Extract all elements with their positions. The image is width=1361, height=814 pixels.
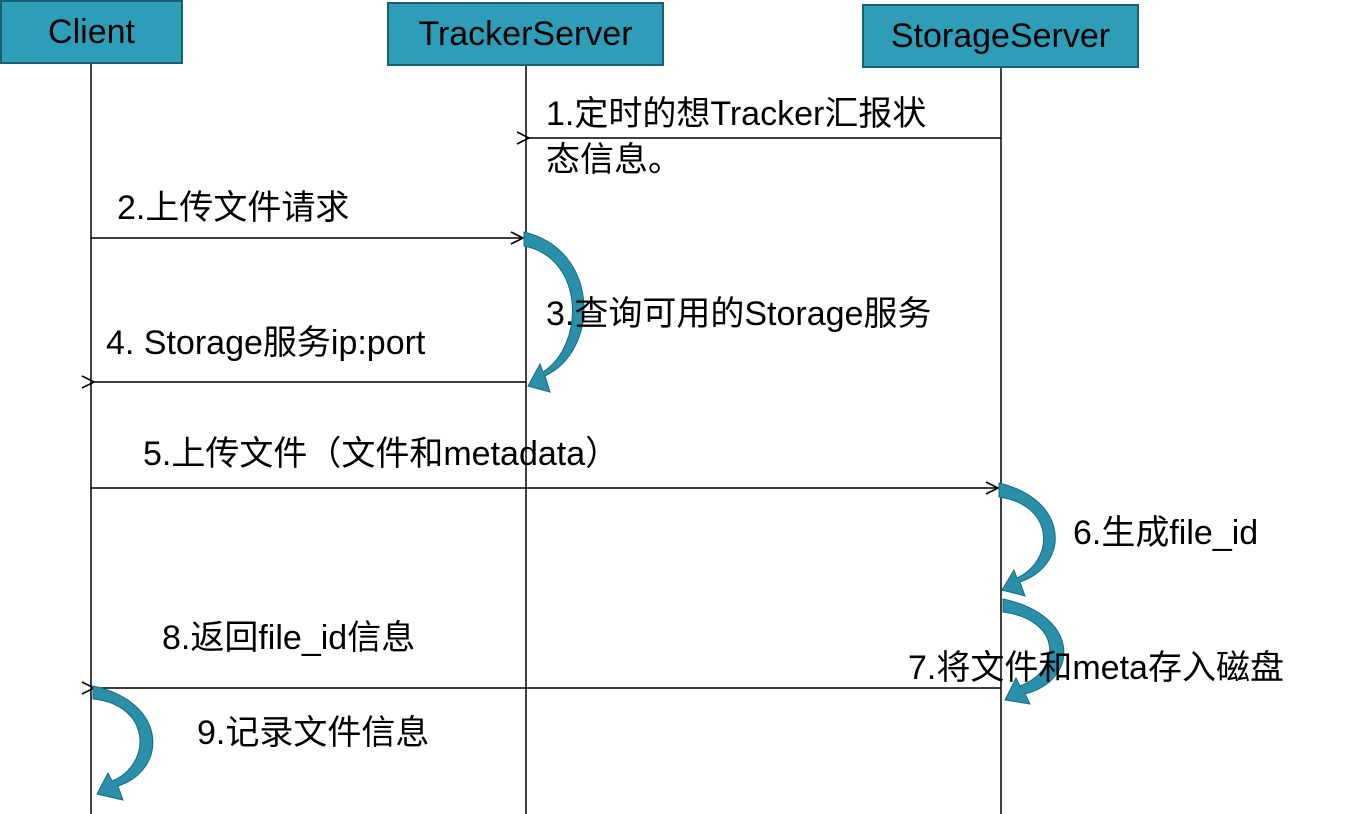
message-8-label: 8.返回file_id信息: [162, 619, 416, 657]
storage-actor-label: StorageServer: [890, 16, 1111, 55]
message-1-label-line2: 态信息。: [546, 141, 682, 179]
message-5-label: 5.上传文件（文件和metadata）: [143, 435, 620, 473]
self-arrow-9: [92, 685, 154, 801]
self-arrow-7: [1002, 598, 1065, 705]
tracker-actor: TrackerServer: [387, 2, 664, 66]
client-actor-label: Client: [48, 12, 135, 51]
message-1-label-line1: 1.定时的想Tracker汇报状: [546, 95, 927, 133]
self-arrow-6: [998, 482, 1056, 597]
storage-actor: StorageServer: [862, 4, 1139, 68]
message-4-label: 4. Storage服务ip:port: [106, 324, 426, 362]
message-2-label: 2.上传文件请求: [117, 189, 350, 227]
message-7-label: 7.将文件和meta存入磁盘: [908, 649, 1284, 687]
message-6-label: 6.生成file_id: [1073, 514, 1259, 552]
tracker-actor-label: TrackerServer: [418, 14, 633, 53]
message-3-label: 3.查询可用的Storage服务: [546, 295, 932, 333]
client-actor: Client: [0, 0, 183, 64]
message-9-label: 9.记录文件信息: [197, 714, 430, 752]
self-arrow-3: [523, 231, 585, 393]
